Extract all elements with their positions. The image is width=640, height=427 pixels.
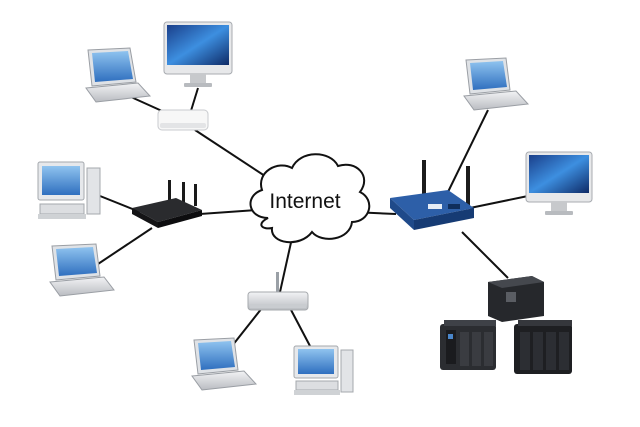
internet-cloud: Internet [249, 153, 371, 244]
laptop-top-left [85, 47, 152, 103]
laptop-bottom [191, 337, 258, 391]
link-gray-router-to-cloud [279, 237, 293, 293]
desktop-pc-left [37, 161, 101, 219]
nas-large [514, 320, 572, 374]
black-router [132, 180, 202, 228]
link-black-router-to-cloud [199, 209, 257, 215]
link-laptop-bottom-to-gray-router [231, 307, 263, 347]
desktop-pc-bottom [293, 345, 354, 395]
laptop-top-right [463, 57, 530, 111]
laptop-icon [85, 47, 152, 103]
access-point-icon [157, 109, 209, 131]
nas-icon [440, 320, 496, 370]
desktop-computer-icon [525, 151, 593, 215]
airport-base-station [157, 109, 209, 131]
desktop-computer-icon [163, 21, 233, 87]
blue-router [390, 160, 474, 230]
external-drive [488, 276, 544, 322]
imac-top-center [163, 21, 233, 87]
link-laptop-top-right-to-blue-router [445, 109, 489, 197]
laptop-icon [49, 243, 115, 297]
link-blue-router-to-storage [461, 231, 509, 279]
nas-icon [514, 320, 572, 374]
link-laptop-left-to-black-router [91, 227, 153, 269]
laptop-icon [191, 337, 258, 391]
link-desktop-bottom-to-gray-router [289, 307, 311, 347]
laptop-icon [463, 57, 530, 111]
cloud-label: Internet [269, 190, 340, 213]
desktop-pc-icon [37, 161, 101, 219]
nas-small [440, 320, 496, 370]
gray-router-bottom [247, 272, 309, 311]
link-imac-right-to-blue-router [469, 195, 529, 209]
connection-lines [91, 87, 529, 347]
wireless-router-icon [132, 180, 202, 228]
desktop-pc-icon [293, 345, 354, 395]
external-drive-icon [488, 276, 544, 322]
wireless-router-icon [390, 160, 474, 230]
link-airport-to-cloud [194, 129, 269, 179]
laptop-left [49, 243, 115, 297]
cloud-icon [249, 153, 371, 244]
imac-right [525, 151, 593, 215]
wireless-router-icon [247, 272, 309, 311]
